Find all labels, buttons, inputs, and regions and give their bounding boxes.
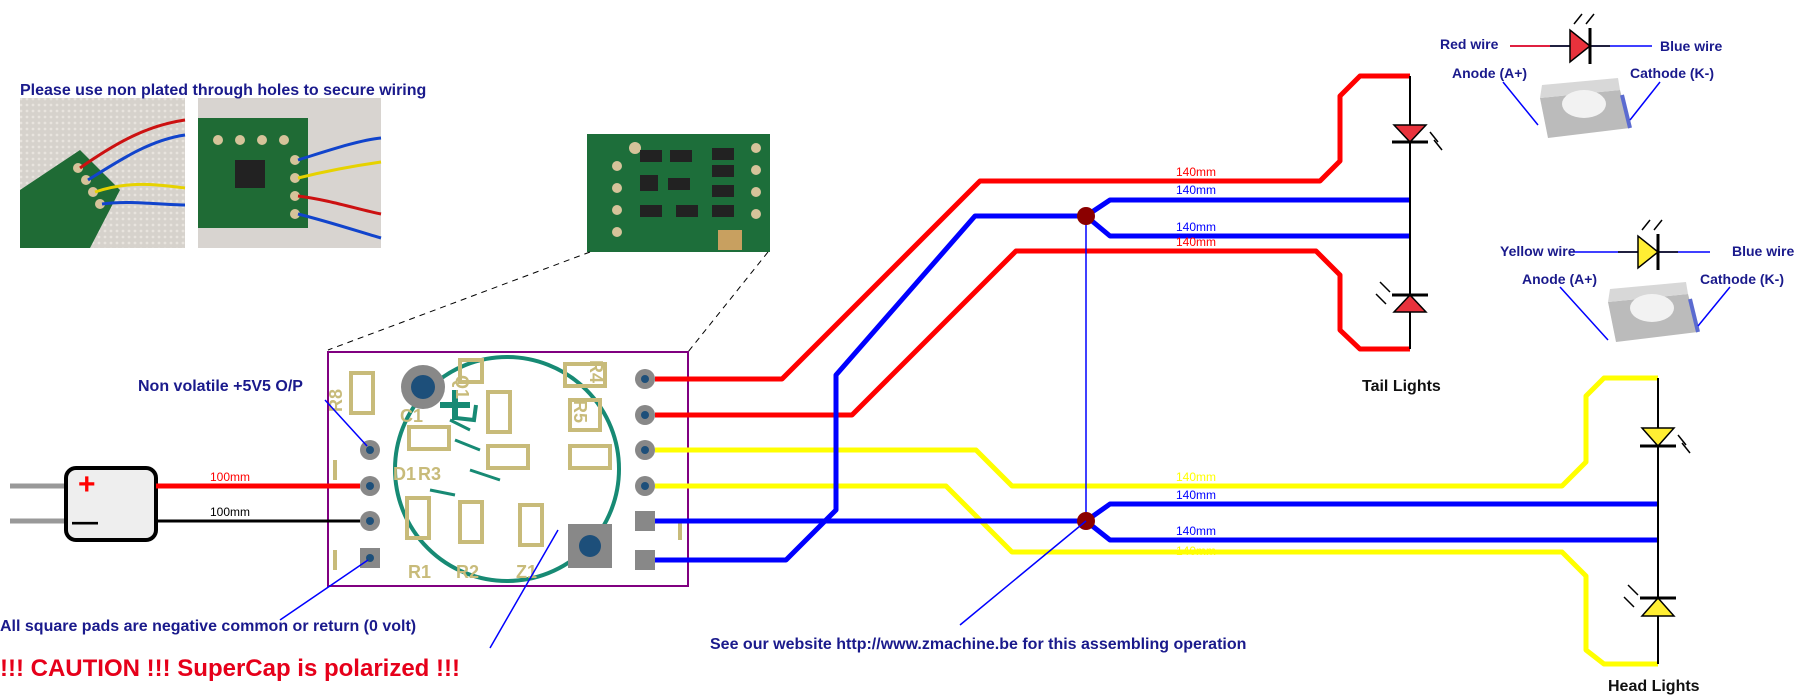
tail-led-top-symbol <box>1392 124 1443 151</box>
wire-blue-head-bottom <box>1084 519 1658 543</box>
yellow-led-anode: Anode (A+) <box>1522 271 1598 287</box>
silk-r8: R8 <box>326 389 346 412</box>
supercap: + — <box>10 466 158 542</box>
wiring-photo-1 <box>20 98 186 248</box>
square-pads-note: All square pads are negative common or r… <box>0 618 417 635</box>
red-led-diagram <box>1502 13 1661 138</box>
supercap-plus: + <box>78 468 96 501</box>
yellow-led-left-wire: Yellow wire <box>1500 243 1576 259</box>
pointer-nonvolatile <box>324 399 368 447</box>
zoom-line-left <box>327 251 591 351</box>
silk-q1: Q1 <box>452 375 472 399</box>
length-head-blue-bottom: 140mm <box>1176 524 1216 538</box>
wire-blue-tail-bottom <box>1084 214 1410 239</box>
pointer-caution <box>489 529 559 649</box>
nonvolatile-output-label: Non volatile +5V5 O/P <box>138 378 303 395</box>
red-led-left-wire: Red wire <box>1440 36 1499 52</box>
head-lights-label: Head Lights <box>1608 678 1700 695</box>
pcb-board <box>327 351 689 587</box>
head-led-bottom-symbol <box>1623 584 1676 617</box>
length-tail-blue-bottom: 140mm <box>1176 220 1216 234</box>
red-led-anode: Anode (A+) <box>1452 65 1528 81</box>
yellow-led-cathode: Cathode (K-) <box>1700 271 1784 287</box>
length-tail-red-top: 140mm <box>1176 165 1216 179</box>
length-supercap-pos: 100mm <box>210 470 250 484</box>
silk-r5: R5 <box>570 400 590 423</box>
silk-r2: R2 <box>456 562 479 582</box>
length-head-blue-top: 140mm <box>1176 488 1216 502</box>
silk-r1: R1 <box>408 562 431 582</box>
silk-c1: C1 <box>400 406 423 426</box>
supercap-minus: — <box>72 506 98 536</box>
tail-lights-label: Tail Lights <box>1362 378 1441 395</box>
yellow-led-diagram <box>1559 219 1731 342</box>
wire-red-tail-bottom <box>655 248 1410 418</box>
silk-r4: R4 <box>586 360 606 383</box>
pointer-square-pads <box>279 559 369 621</box>
red-led-right-wire: Blue wire <box>1660 38 1723 54</box>
wire-yellow-head-bottom <box>655 483 1658 667</box>
tail-led-bottom-symbol <box>1375 281 1428 313</box>
wire-blue-tail-top <box>1084 197 1410 219</box>
wire-red-tail-top <box>655 73 1410 382</box>
wire-blue-2 <box>655 213 1086 563</box>
wiring-photo-2 <box>198 98 382 248</box>
length-head-yellow-top: 140mm <box>1176 470 1216 484</box>
pointer-website <box>959 520 1087 626</box>
length-tail-blue-top: 140mm <box>1176 183 1216 197</box>
yellow-led-right-wire: Blue wire <box>1732 243 1795 259</box>
length-head-yellow-bottom: 140mm <box>1176 544 1216 558</box>
website-note: See our website http://www.zmachine.be f… <box>710 636 1247 653</box>
pcb-photo <box>587 134 770 252</box>
caution-supercap-polarized: !!! CAUTION !!! SuperCap is polarized !!… <box>0 655 460 682</box>
length-supercap-neg: 100mm <box>210 505 250 519</box>
length-tail-red-bottom: 140mm <box>1176 235 1216 249</box>
red-led-cathode: Cathode (K-) <box>1630 65 1714 81</box>
wire-yellow-head-top <box>655 375 1658 489</box>
zoom-line-right <box>687 251 769 353</box>
head-led-top-symbol <box>1640 427 1691 454</box>
plated-holes-note: Please use non plated through holes to s… <box>20 82 427 99</box>
silk-d1: D1 <box>393 464 416 484</box>
wire-blue-head-top <box>1084 501 1658 524</box>
junction-tail <box>1077 207 1095 225</box>
silk-r3: R3 <box>418 464 441 484</box>
